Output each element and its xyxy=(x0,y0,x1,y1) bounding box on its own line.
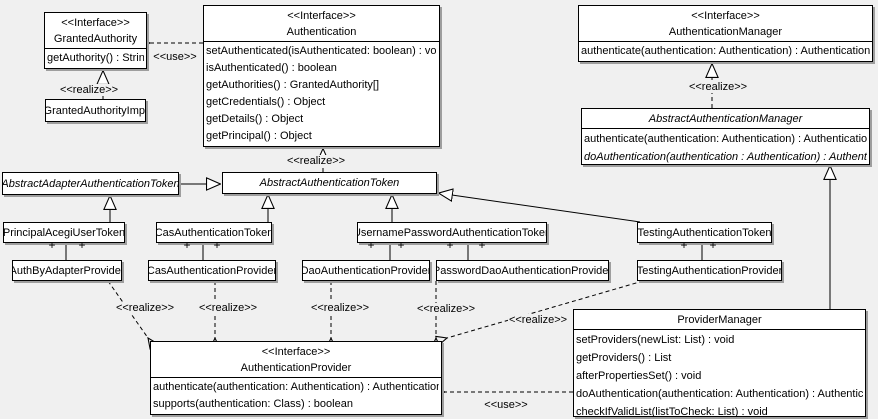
class-dao-authentication-provider[interactable]: DaoAuthenticationProvider xyxy=(302,260,430,281)
methods-compartment: setProviders(newList: List) : void getPr… xyxy=(574,329,865,417)
method: supports(authentication: Class) : boolea… xyxy=(153,398,353,410)
method: doAuthentication(authentication: Authent… xyxy=(576,388,863,400)
stereotype-label: <<Interface>> xyxy=(261,346,331,358)
class-name: AuthByAdapterProvider xyxy=(12,264,122,277)
association-plus: + xyxy=(397,238,405,252)
class-name: AbstractAdapterAuthenticationToken xyxy=(2,177,179,190)
edge-realize-testingauthenticationprovider xyxy=(447,280,644,338)
realize-label: <<realize>> xyxy=(285,155,347,167)
class-name: ProviderManager xyxy=(677,314,762,326)
use-label: <<use>> xyxy=(483,399,529,411)
realize-label: <<realize>> xyxy=(309,302,371,314)
class-name: GrantedAuthorityImpl xyxy=(45,104,146,117)
method: authenticate(authentication: Authenticat… xyxy=(153,381,439,393)
class-authentication-provider[interactable]: <<Interface>> AuthenticationProvider aut… xyxy=(150,341,442,415)
method: getDetails() : Object xyxy=(206,113,304,125)
class-name: TestingAuthenticationToken xyxy=(637,226,772,239)
methods-compartment: getAuthority() : String xyxy=(45,48,146,68)
class-name: AbstractAuthenticationManager xyxy=(648,113,803,125)
association-plus: + xyxy=(213,238,221,252)
class-abstract-adapter-authentication-token[interactable]: AbstractAdapterAuthenticationToken xyxy=(2,172,179,195)
class-header: ProviderManager xyxy=(574,310,865,329)
realize-label: <<realize>> xyxy=(415,303,477,315)
class-authentication[interactable]: <<Interface>> Authentication setAuthenti… xyxy=(203,5,440,147)
class-testing-authentication-provider[interactable]: TestingAuthenticationProvider xyxy=(637,260,782,281)
class-abstract-authentication-manager[interactable]: AbstractAuthenticationManager authentica… xyxy=(581,108,870,165)
method: doAuthentication(authentication : Authen… xyxy=(584,151,867,163)
class-header: <<Interface>> AuthenticationManager xyxy=(579,6,872,41)
association-plus: + xyxy=(446,238,454,252)
class-granted-authority[interactable]: <<Interface>> GrantedAuthority getAuthor… xyxy=(44,12,147,69)
realize-label: <<realize>> xyxy=(58,84,120,96)
association-plus: + xyxy=(709,238,717,252)
class-name: AuthenticationProvider xyxy=(240,362,352,374)
method: isAuthenticated() : boolean xyxy=(206,62,337,74)
method: authenticate(authentication: Authenticat… xyxy=(584,133,867,145)
association-plus: + xyxy=(78,238,86,252)
association-plus: + xyxy=(367,238,375,252)
class-header: AbstractAuthenticationManager xyxy=(582,109,869,128)
association-plus: + xyxy=(478,238,486,252)
method: getAuthority() : String xyxy=(47,52,144,64)
edge-generalization-testingauthenticationtoken xyxy=(438,193,641,223)
class-testing-authentication-token[interactable]: TestingAuthenticationToken xyxy=(637,222,772,243)
class-name: UsernamePasswordAuthenticationToken xyxy=(357,226,547,239)
class-header: <<Interface>> Authentication xyxy=(204,6,439,41)
class-name: GrantedAuthority xyxy=(53,33,138,45)
realize-label: <<realize>> xyxy=(687,81,749,93)
stereotype-label: <<Interface>> xyxy=(61,17,130,29)
method: checkIfValidList(listToCheck: List) : vo… xyxy=(576,406,768,417)
class-name: Authentication xyxy=(286,26,357,38)
class-name: PasswordDaoAuthenticationProvider xyxy=(436,264,609,277)
association-plus: + xyxy=(183,238,191,252)
stereotype-label: <<Interface>> xyxy=(691,10,760,22)
class-principal-acegi-user-token[interactable]: PrincipalAcegiUserToken xyxy=(3,222,125,243)
method: afterPropertiesSet() : void xyxy=(576,370,702,382)
method: authenticate(authentication: Authenticat… xyxy=(581,45,870,57)
class-provider-manager[interactable]: ProviderManager setProviders(newList: Li… xyxy=(573,309,866,417)
method: setAuthenticated(isAuthenticated: boolea… xyxy=(206,45,437,57)
class-granted-authority-impl[interactable]: GrantedAuthorityImpl xyxy=(45,99,146,122)
class-name: AbstractAuthenticationToken xyxy=(259,177,400,189)
association-plus: + xyxy=(680,238,688,252)
method: getAuthorities() : GrantedAuthority[] xyxy=(206,79,380,91)
class-cas-authentication-provider[interactable]: CasAuthenticationProvider xyxy=(148,260,276,281)
methods-compartment: authenticate(authentication: Authenticat… xyxy=(582,128,869,164)
class-header: <<Interface>> AuthenticationProvider xyxy=(151,342,441,377)
class-name: CasAuthenticationToken xyxy=(156,226,272,239)
method: getCredentials() : Object xyxy=(206,96,326,108)
class-name: CasAuthenticationProvider xyxy=(148,264,276,277)
realize-label: <<realize>> xyxy=(507,314,569,326)
methods-compartment: authenticate(authentication: Authenticat… xyxy=(151,377,441,414)
stereotype-label: <<Interface>> xyxy=(287,10,356,22)
class-auth-by-adapter-provider[interactable]: AuthByAdapterProvider xyxy=(12,260,122,281)
method: getPrincipal() : Object xyxy=(206,130,312,142)
class-name: PrincipalAcegiUserToken xyxy=(3,226,125,239)
class-name: TestingAuthenticationProvider xyxy=(637,264,782,277)
class-name: DaoAuthenticationProvider xyxy=(302,264,430,277)
edge-realize-authbyadapterprovider xyxy=(107,280,148,338)
methods-compartment: setAuthenticated(isAuthenticated: boolea… xyxy=(204,41,439,146)
method: setProviders(newList: List) : void xyxy=(576,334,735,346)
method: getProviders() : List xyxy=(576,352,672,364)
class-abstract-authentication-token[interactable]: AbstractAuthenticationToken xyxy=(222,172,437,194)
class-name: AuthenticationManager xyxy=(668,26,783,38)
realize-label: <<realize>> xyxy=(197,302,259,314)
association-plus: + xyxy=(48,238,56,252)
class-password-dao-authentication-provider[interactable]: PasswordDaoAuthenticationProvider xyxy=(436,260,609,281)
class-cas-authentication-token[interactable]: CasAuthenticationToken xyxy=(156,222,272,243)
methods-compartment: authenticate(authentication: Authenticat… xyxy=(579,41,872,61)
realize-label: <<realize>> xyxy=(114,302,176,314)
class-header: <<Interface>> GrantedAuthority xyxy=(45,13,146,48)
use-label: <<use>> xyxy=(152,51,198,63)
class-authentication-manager[interactable]: <<Interface>> AuthenticationManager auth… xyxy=(578,5,873,62)
class-username-password-authentication-token[interactable]: UsernamePasswordAuthenticationToken xyxy=(357,222,547,243)
